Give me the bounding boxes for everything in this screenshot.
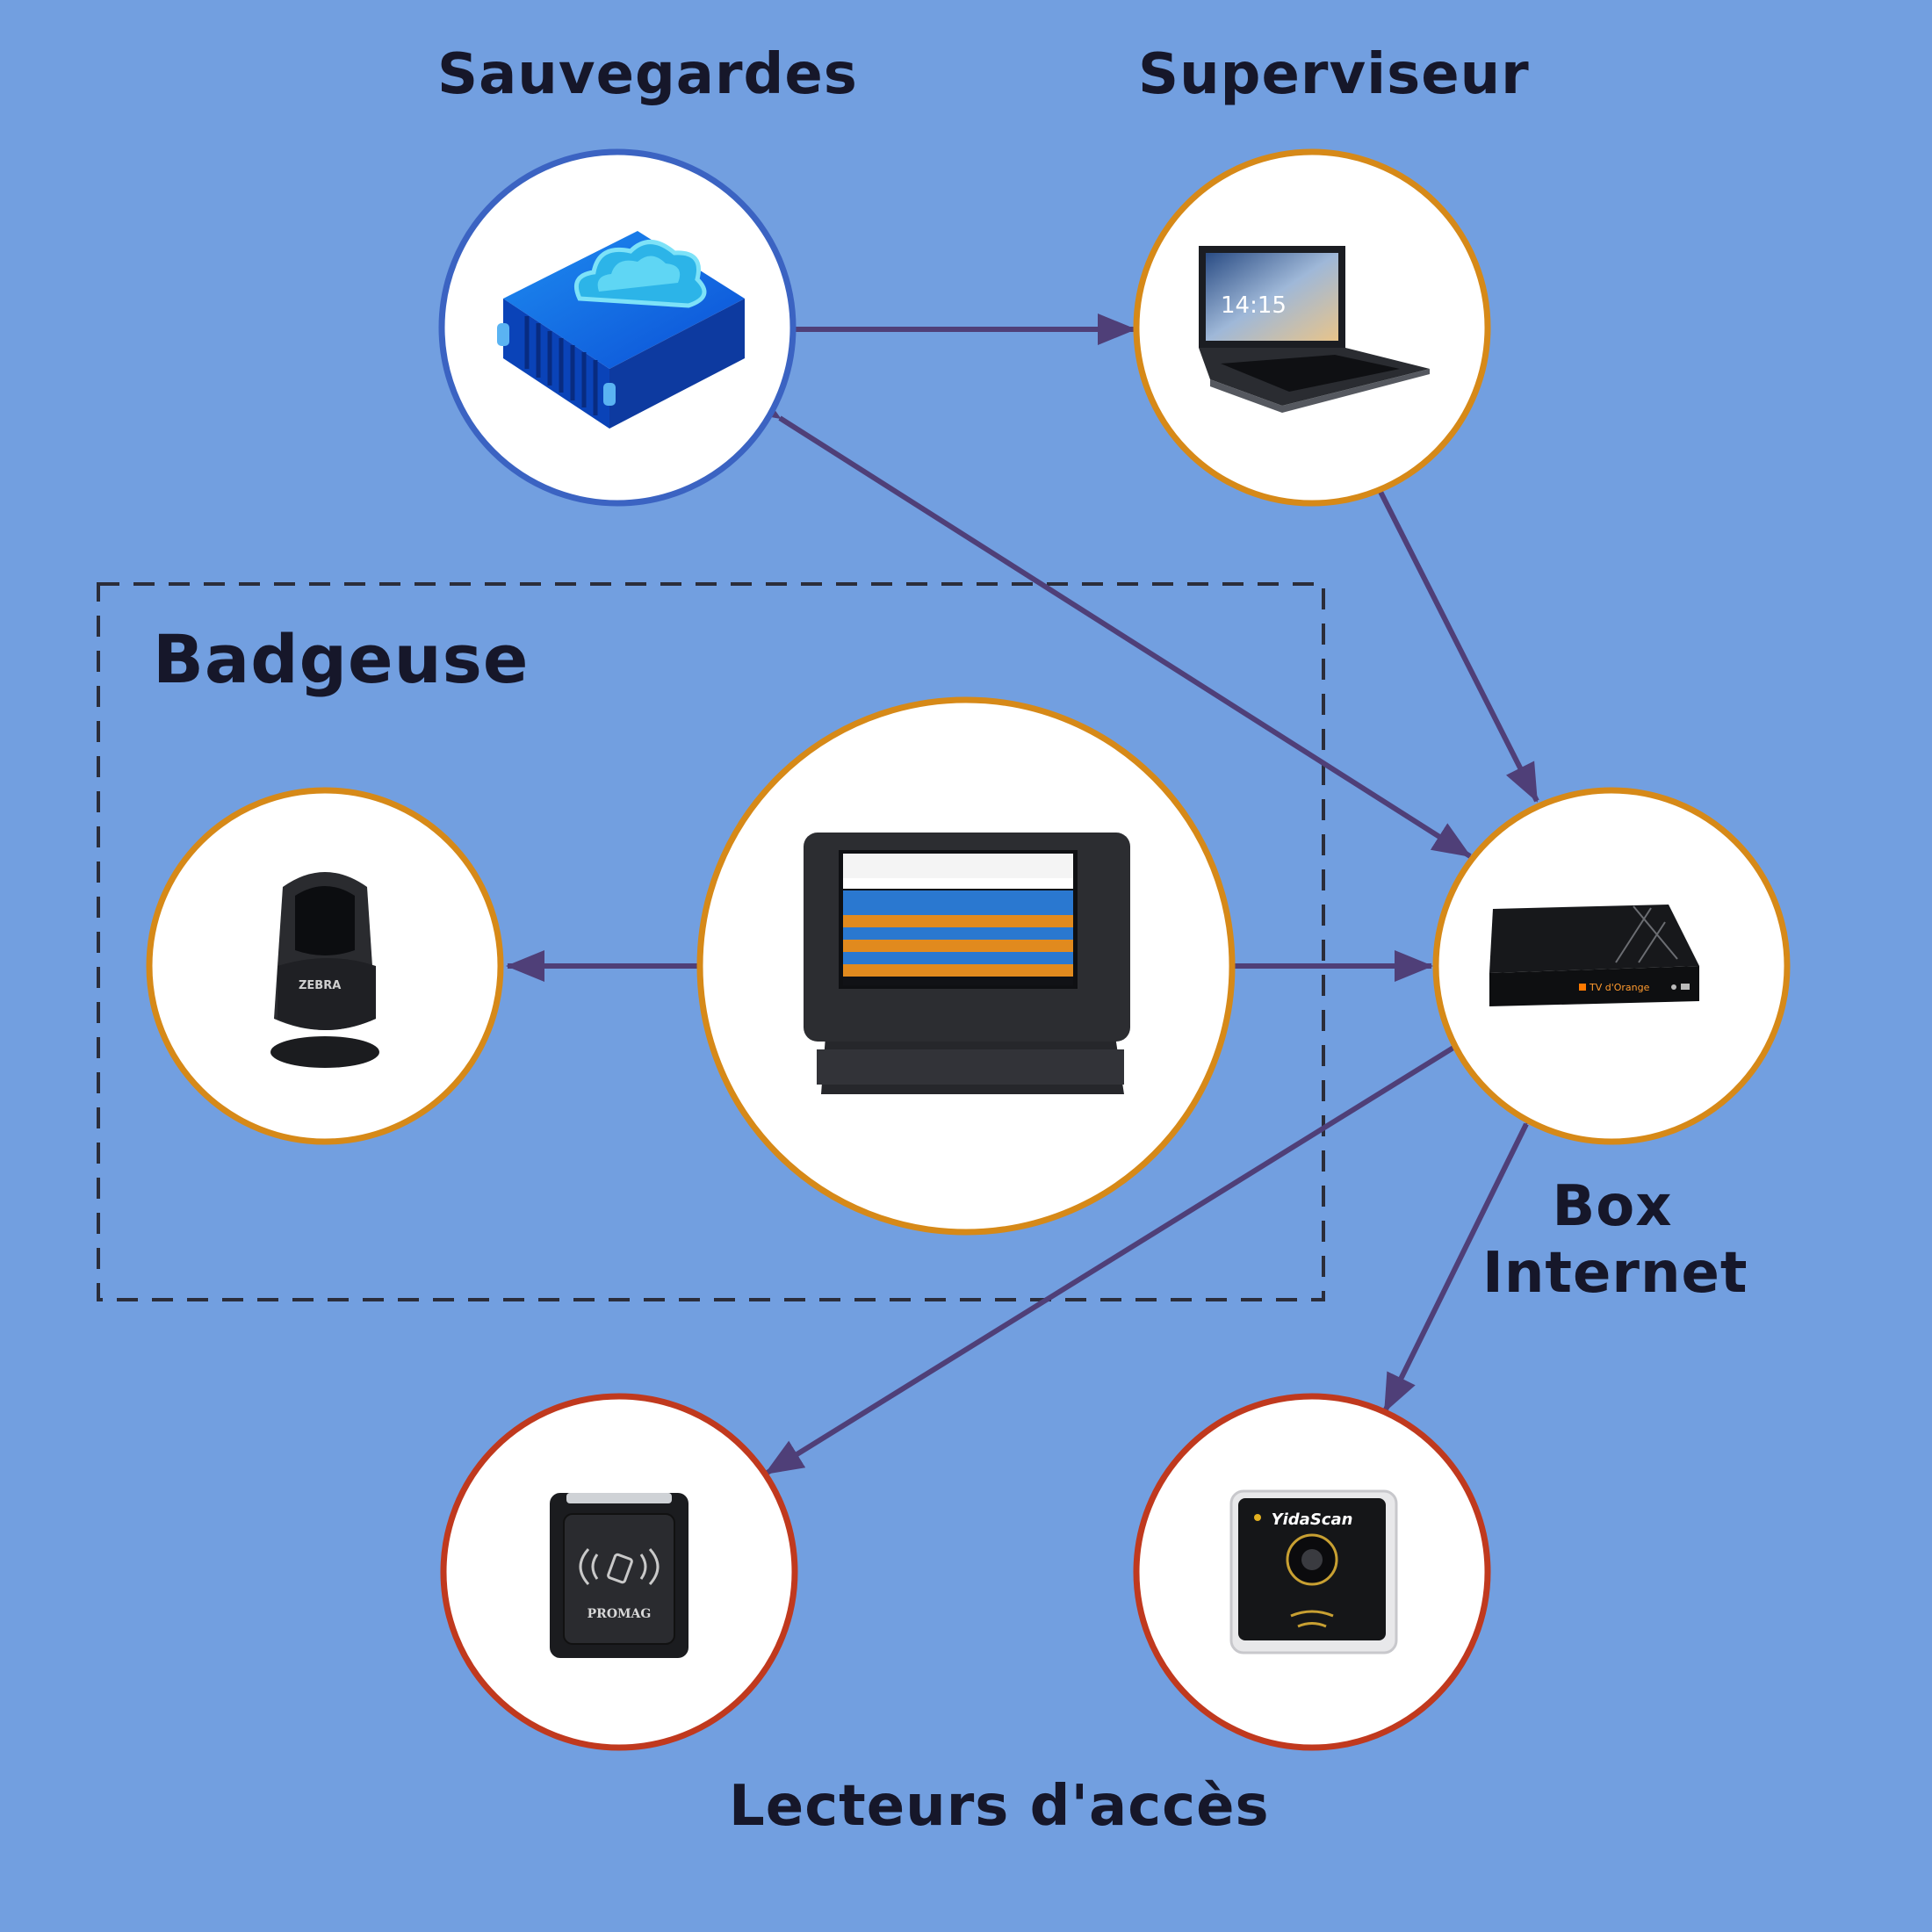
label-box-line1: Box [1552,1174,1673,1239]
internet-box-icon: TV d'Orange [1489,905,1699,1006]
label-lecteurs-acces: Lecteurs d'accès [729,1774,1270,1839]
laptop-time-text: 14:15 [1221,292,1287,319]
promag-reader-icon: PROMAG [550,1493,688,1658]
label-badgeuse: Badgeuse [153,620,530,698]
arrow-superviseur-box [1349,451,1539,803]
tv-brand-text: TV d'Orange [1589,982,1650,993]
yidascan-reader-icon: YidaScan [1229,1489,1398,1654]
promag-brand-text: PROMAG [588,1607,652,1621]
laptop-icon: 14:15 [1199,246,1430,413]
zebra-scanner-icon: ZEBRA [270,872,379,1068]
cloud-server-icon [497,231,745,429]
yidascan-brand-text: YidaScan [1272,1510,1353,1529]
arrow-box-promag [764,1014,1494,1476]
badgeuse-group-box [97,582,1325,1301]
arrow-box-yidascan [1382,1084,1557,1413]
label-superviseur: Superviseur [1138,42,1530,107]
label-sauvegardes: Sauvegardes [437,42,858,107]
badgeuse-terminal-icon [804,833,1130,1094]
label-box-line2: Internet [1482,1241,1748,1306]
label-box-internet: Box Internet [1482,1173,1748,1307]
zebra-brand-text: ZEBRA [299,979,341,992]
